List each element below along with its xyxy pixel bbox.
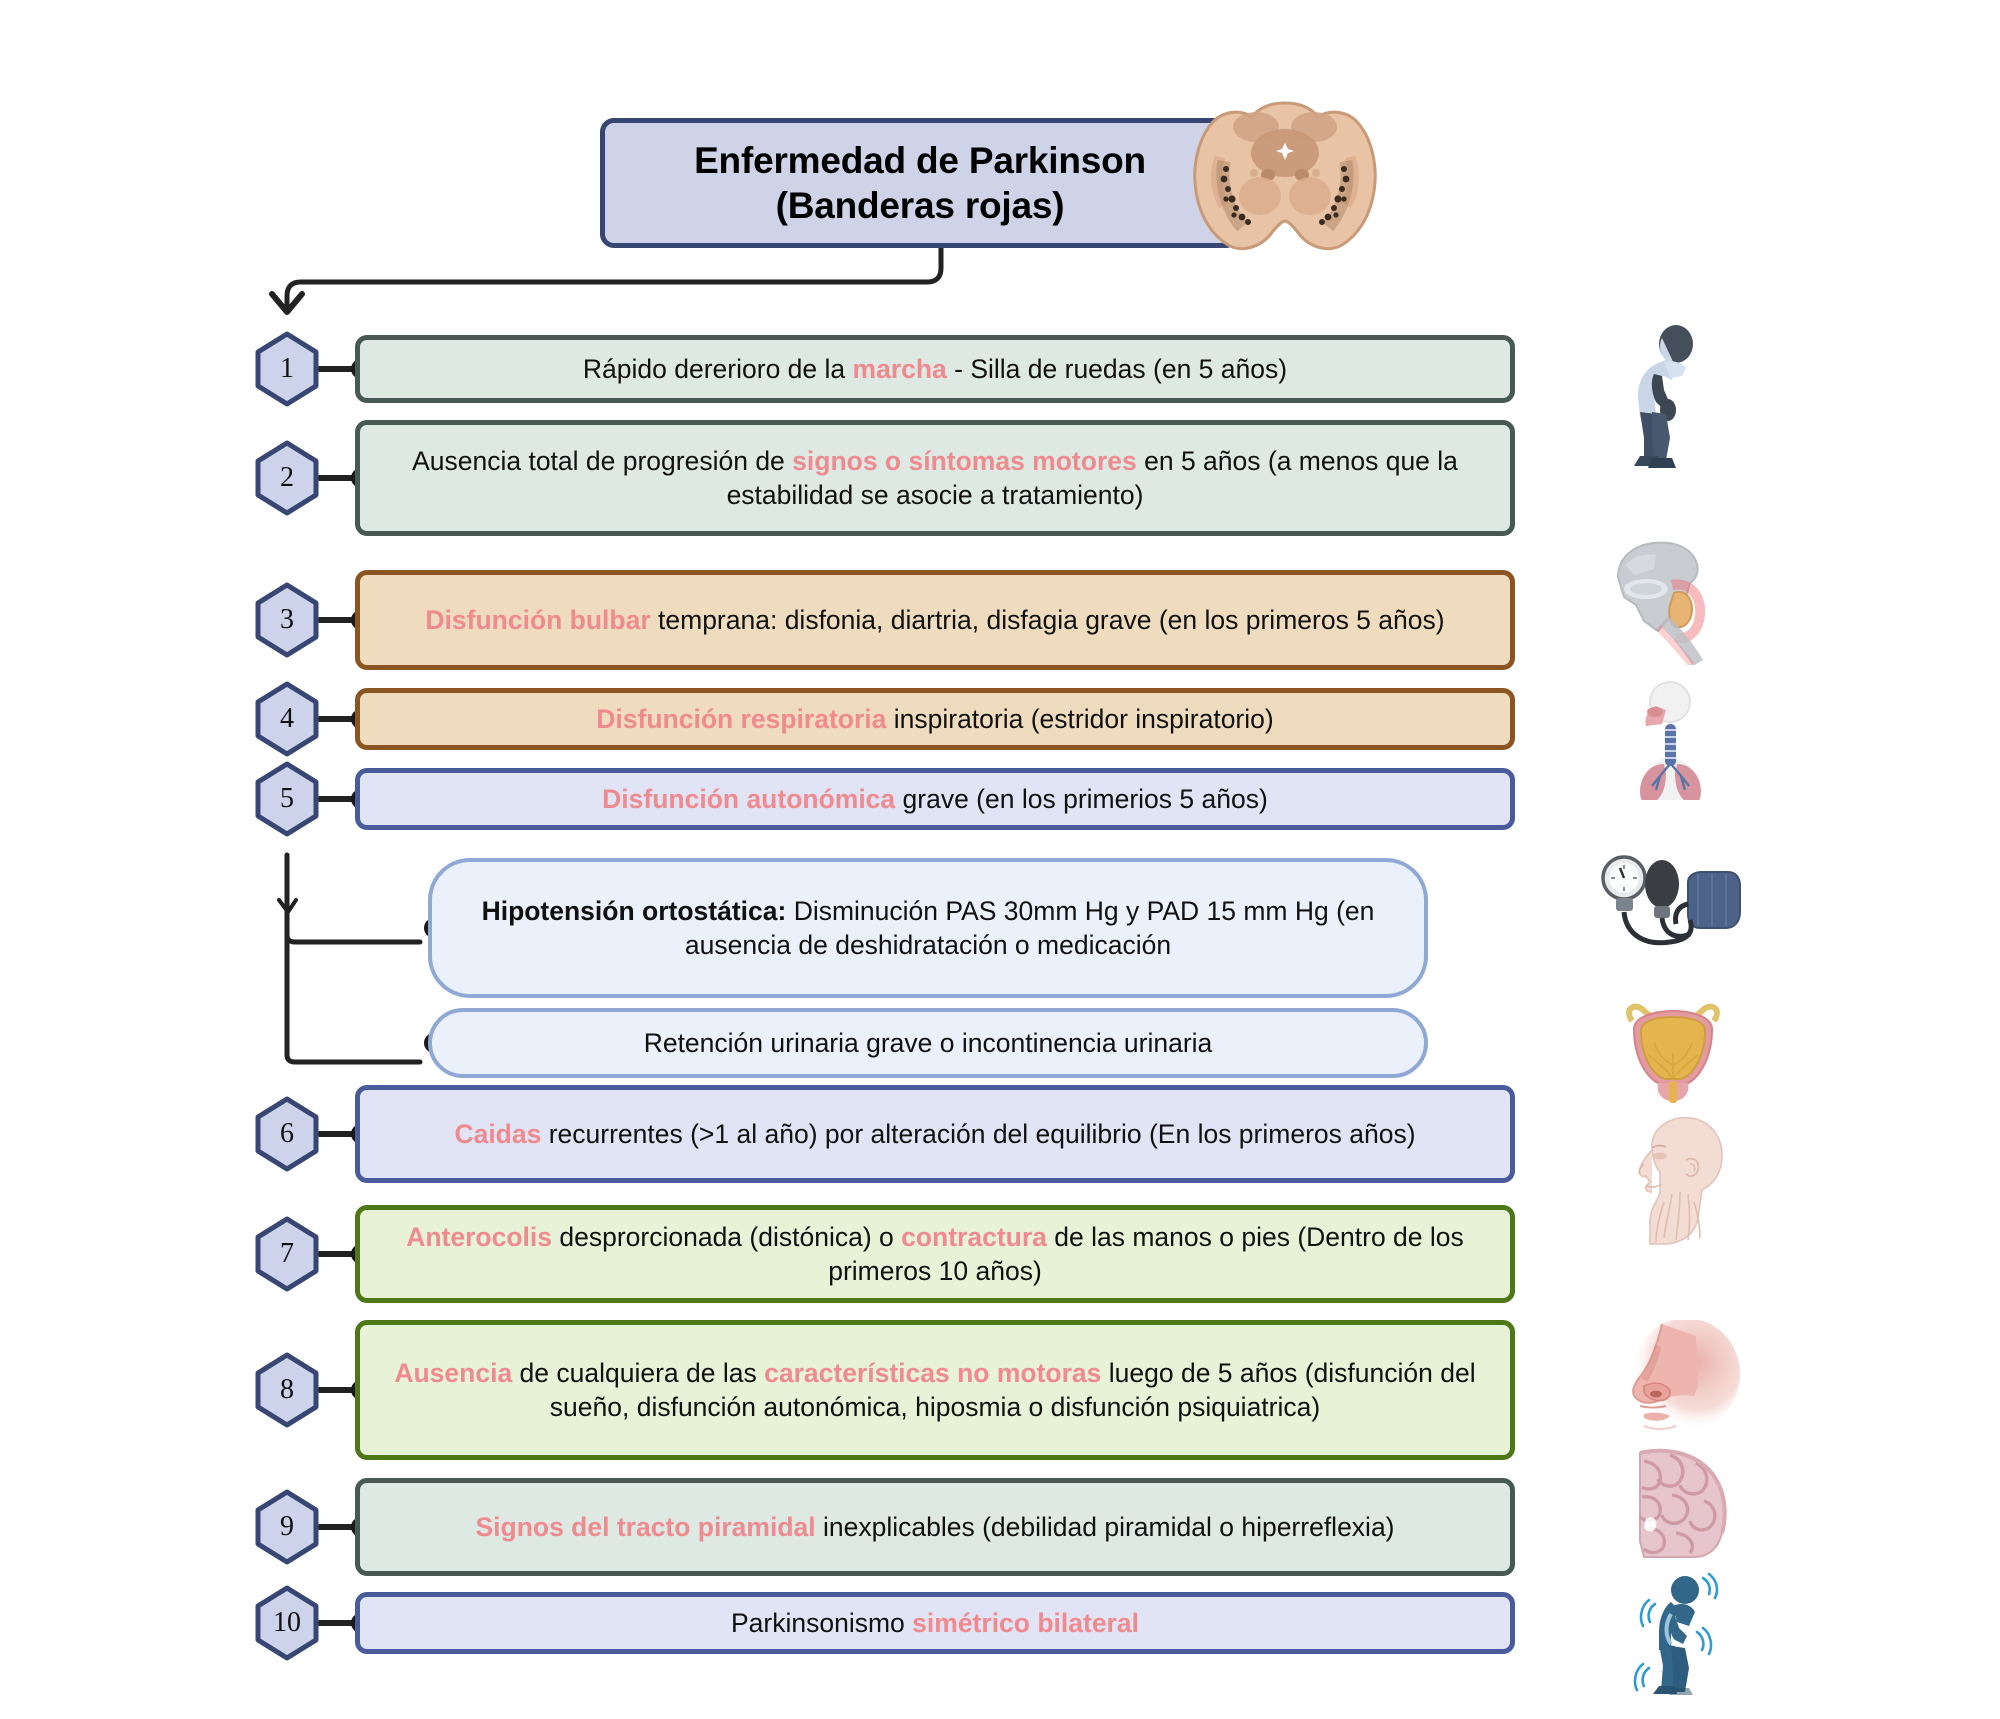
step-number-label: 9 [280, 1511, 294, 1542]
step-number-hex-5[interactable]: 5 [254, 761, 320, 837]
head-neck-profile-icon [1608, 1110, 1748, 1250]
red-flag-text-10: Parkinsonismo simétrico bilateral [386, 1606, 1484, 1640]
highlight-text: signos o síntomas motores [792, 445, 1137, 476]
step-number-hex-2[interactable]: 2 [254, 440, 320, 516]
step-number-hex-3[interactable]: 3 [254, 582, 320, 658]
step-number-label: 10 [273, 1607, 301, 1638]
step-number-label: 3 [280, 604, 294, 635]
bladder-icon [1608, 995, 1738, 1105]
body-text: temprana: disfonia, diartria, disfagia g… [650, 604, 1445, 635]
red-flag-box-10[interactable]: Parkinsonismo simétrico bilateral [355, 1592, 1515, 1654]
midbrain-substantia-nigra-illustration [1190, 95, 1380, 255]
highlight-text: Disfunción autonómica [602, 783, 896, 814]
body-text: de las manos o pies (Dentro de los prime… [828, 1221, 1464, 1286]
red-flag-text-8: Ausencia de cualquiera de las caracterís… [386, 1356, 1484, 1425]
red-flag-box-6[interactable]: Caidas recurrentes (>1 al año) por alter… [355, 1085, 1515, 1183]
body-text: Rápido dererioro de la [582, 353, 853, 384]
red-flag-box-9[interactable]: Signos del tracto piramidal inexplicable… [355, 1478, 1515, 1576]
page-title: Enfermedad de Parkinson (Banderas rojas) [694, 138, 1146, 228]
body-text: recurrentes (>1 al año) por alteración d… [541, 1118, 1416, 1149]
body-text: Ausencia total de progresión de [412, 445, 793, 476]
title-box: Enfermedad de Parkinson (Banderas rojas) [600, 118, 1240, 248]
body-text: - Silla de ruedas (en 5 años) [946, 353, 1288, 384]
step-number-hex-7[interactable]: 7 [254, 1216, 320, 1292]
red-flag-text-5: Disfunción autonómica grave (en los prim… [386, 782, 1484, 816]
step-number-label: 8 [280, 1374, 294, 1405]
step-number-hex-8[interactable]: 8 [254, 1352, 320, 1428]
red-flag-text-6: Caidas recurrentes (>1 al año) por alter… [386, 1117, 1484, 1151]
red-flag-box-3[interactable]: Disfunción bulbar temprana: disfonia, di… [355, 570, 1515, 670]
sub-item-text-1: Hipotensión ortostática: Disminución PAS… [458, 894, 1398, 963]
red-flag-box-5[interactable]: Disfunción autonómica grave (en los prim… [355, 768, 1515, 830]
step-number-hex-6[interactable]: 6 [254, 1096, 320, 1172]
nose-smell-icon [1600, 1320, 1740, 1450]
body-text: de cualquiera de las [512, 1357, 765, 1388]
red-flag-box-8[interactable]: Ausencia de cualquiera de las caracterís… [355, 1320, 1515, 1460]
red-flag-box-7[interactable]: Anterocolis desprorcionada (distónica) o… [355, 1205, 1515, 1303]
highlight-text: Caidas [454, 1118, 542, 1149]
red-flag-text-9: Signos del tracto piramidal inexplicable… [386, 1510, 1484, 1544]
stooped-man-walking-icon [1600, 320, 1740, 470]
sub-item-text-2: Retención urinaria grave o incontinencia… [458, 1026, 1398, 1060]
red-flag-box-2[interactable]: Ausencia total de progresión de signos o… [355, 420, 1515, 536]
step-number-hex-9[interactable]: 9 [254, 1489, 320, 1565]
highlight-text: contractura [901, 1221, 1047, 1252]
highlight-text: Disfunción respiratoria [596, 703, 887, 734]
red-flag-text-3: Disfunción bulbar temprana: disfonia, di… [386, 603, 1484, 637]
title-line-2: (Banderas rojas) [775, 185, 1065, 226]
title-line-1: Enfermedad de Parkinson [694, 139, 1146, 181]
highlight-text: Disfunción bulbar [425, 604, 651, 635]
highlight-text: Anterocolis [406, 1221, 552, 1252]
step-number-hex-4[interactable]: 4 [254, 681, 320, 757]
highlight-text: características no motoras [764, 1357, 1102, 1388]
step-number-label: 4 [280, 703, 294, 734]
highlight-text: simétrico bilateral [912, 1607, 1139, 1638]
body-text: Disminución PAS 30mm Hg y PAD 15 mm Hg (… [684, 895, 1375, 960]
red-flag-text-4: Disfunción respiratoria inspiratoria (es… [386, 702, 1484, 736]
step-number-label: 5 [280, 783, 294, 814]
bold-text: Hipotensión ortostática: [481, 895, 787, 926]
tremor-person-icon [1625, 1570, 1735, 1695]
red-flag-text-2: Ausencia total de progresión de signos o… [386, 444, 1484, 513]
red-flag-box-1[interactable]: Rápido dererioro de la marcha - Silla de… [355, 335, 1515, 403]
sub-item-box-1[interactable]: Hipotensión ortostática: Disminución PAS… [428, 858, 1428, 998]
body-text: en 5 años (a menos que la estabilidad se… [726, 445, 1458, 510]
step-number-label: 2 [280, 462, 294, 493]
blood-pressure-cuff-icon [1590, 850, 1750, 970]
body-text: desprorcionada (distónica) o [552, 1221, 902, 1252]
body-text: luego de 5 años (disfunción del sueño, d… [549, 1357, 1476, 1422]
step-number-label: 7 [280, 1238, 294, 1269]
red-flag-text-1: Rápido dererioro de la marcha - Silla de… [386, 352, 1484, 386]
body-text: inexplicables (debilidad piramidal o hip… [815, 1511, 1395, 1542]
step-number-hex-1[interactable]: 1 [254, 331, 320, 407]
highlight-text: Ausencia [394, 1357, 513, 1388]
red-flag-box-4[interactable]: Disfunción respiratoria inspiratoria (es… [355, 688, 1515, 750]
body-text: Parkinsonismo [731, 1607, 913, 1638]
body-text: inspiratoria (estridor inspiratorio) [886, 703, 1274, 734]
red-flag-text-7: Anterocolis desprorcionada (distónica) o… [386, 1220, 1484, 1289]
step-number-label: 6 [280, 1118, 294, 1149]
step-number-hex-10[interactable]: 10 [254, 1585, 320, 1661]
body-text: Retención urinaria grave o incontinencia… [643, 1027, 1213, 1058]
brain-cortex-section-icon [1616, 1445, 1736, 1560]
throat-larynx-anatomy-icon [1600, 535, 1740, 665]
lungs-respiratory-system-icon [1600, 680, 1740, 800]
body-text: grave (en los primerios 5 años) [895, 783, 1268, 814]
highlight-text: Signos del tracto piramidal [475, 1511, 816, 1542]
highlight-text: marcha [852, 353, 947, 384]
step-number-label: 1 [280, 353, 294, 384]
sub-item-box-2[interactable]: Retención urinaria grave o incontinencia… [428, 1008, 1428, 1078]
